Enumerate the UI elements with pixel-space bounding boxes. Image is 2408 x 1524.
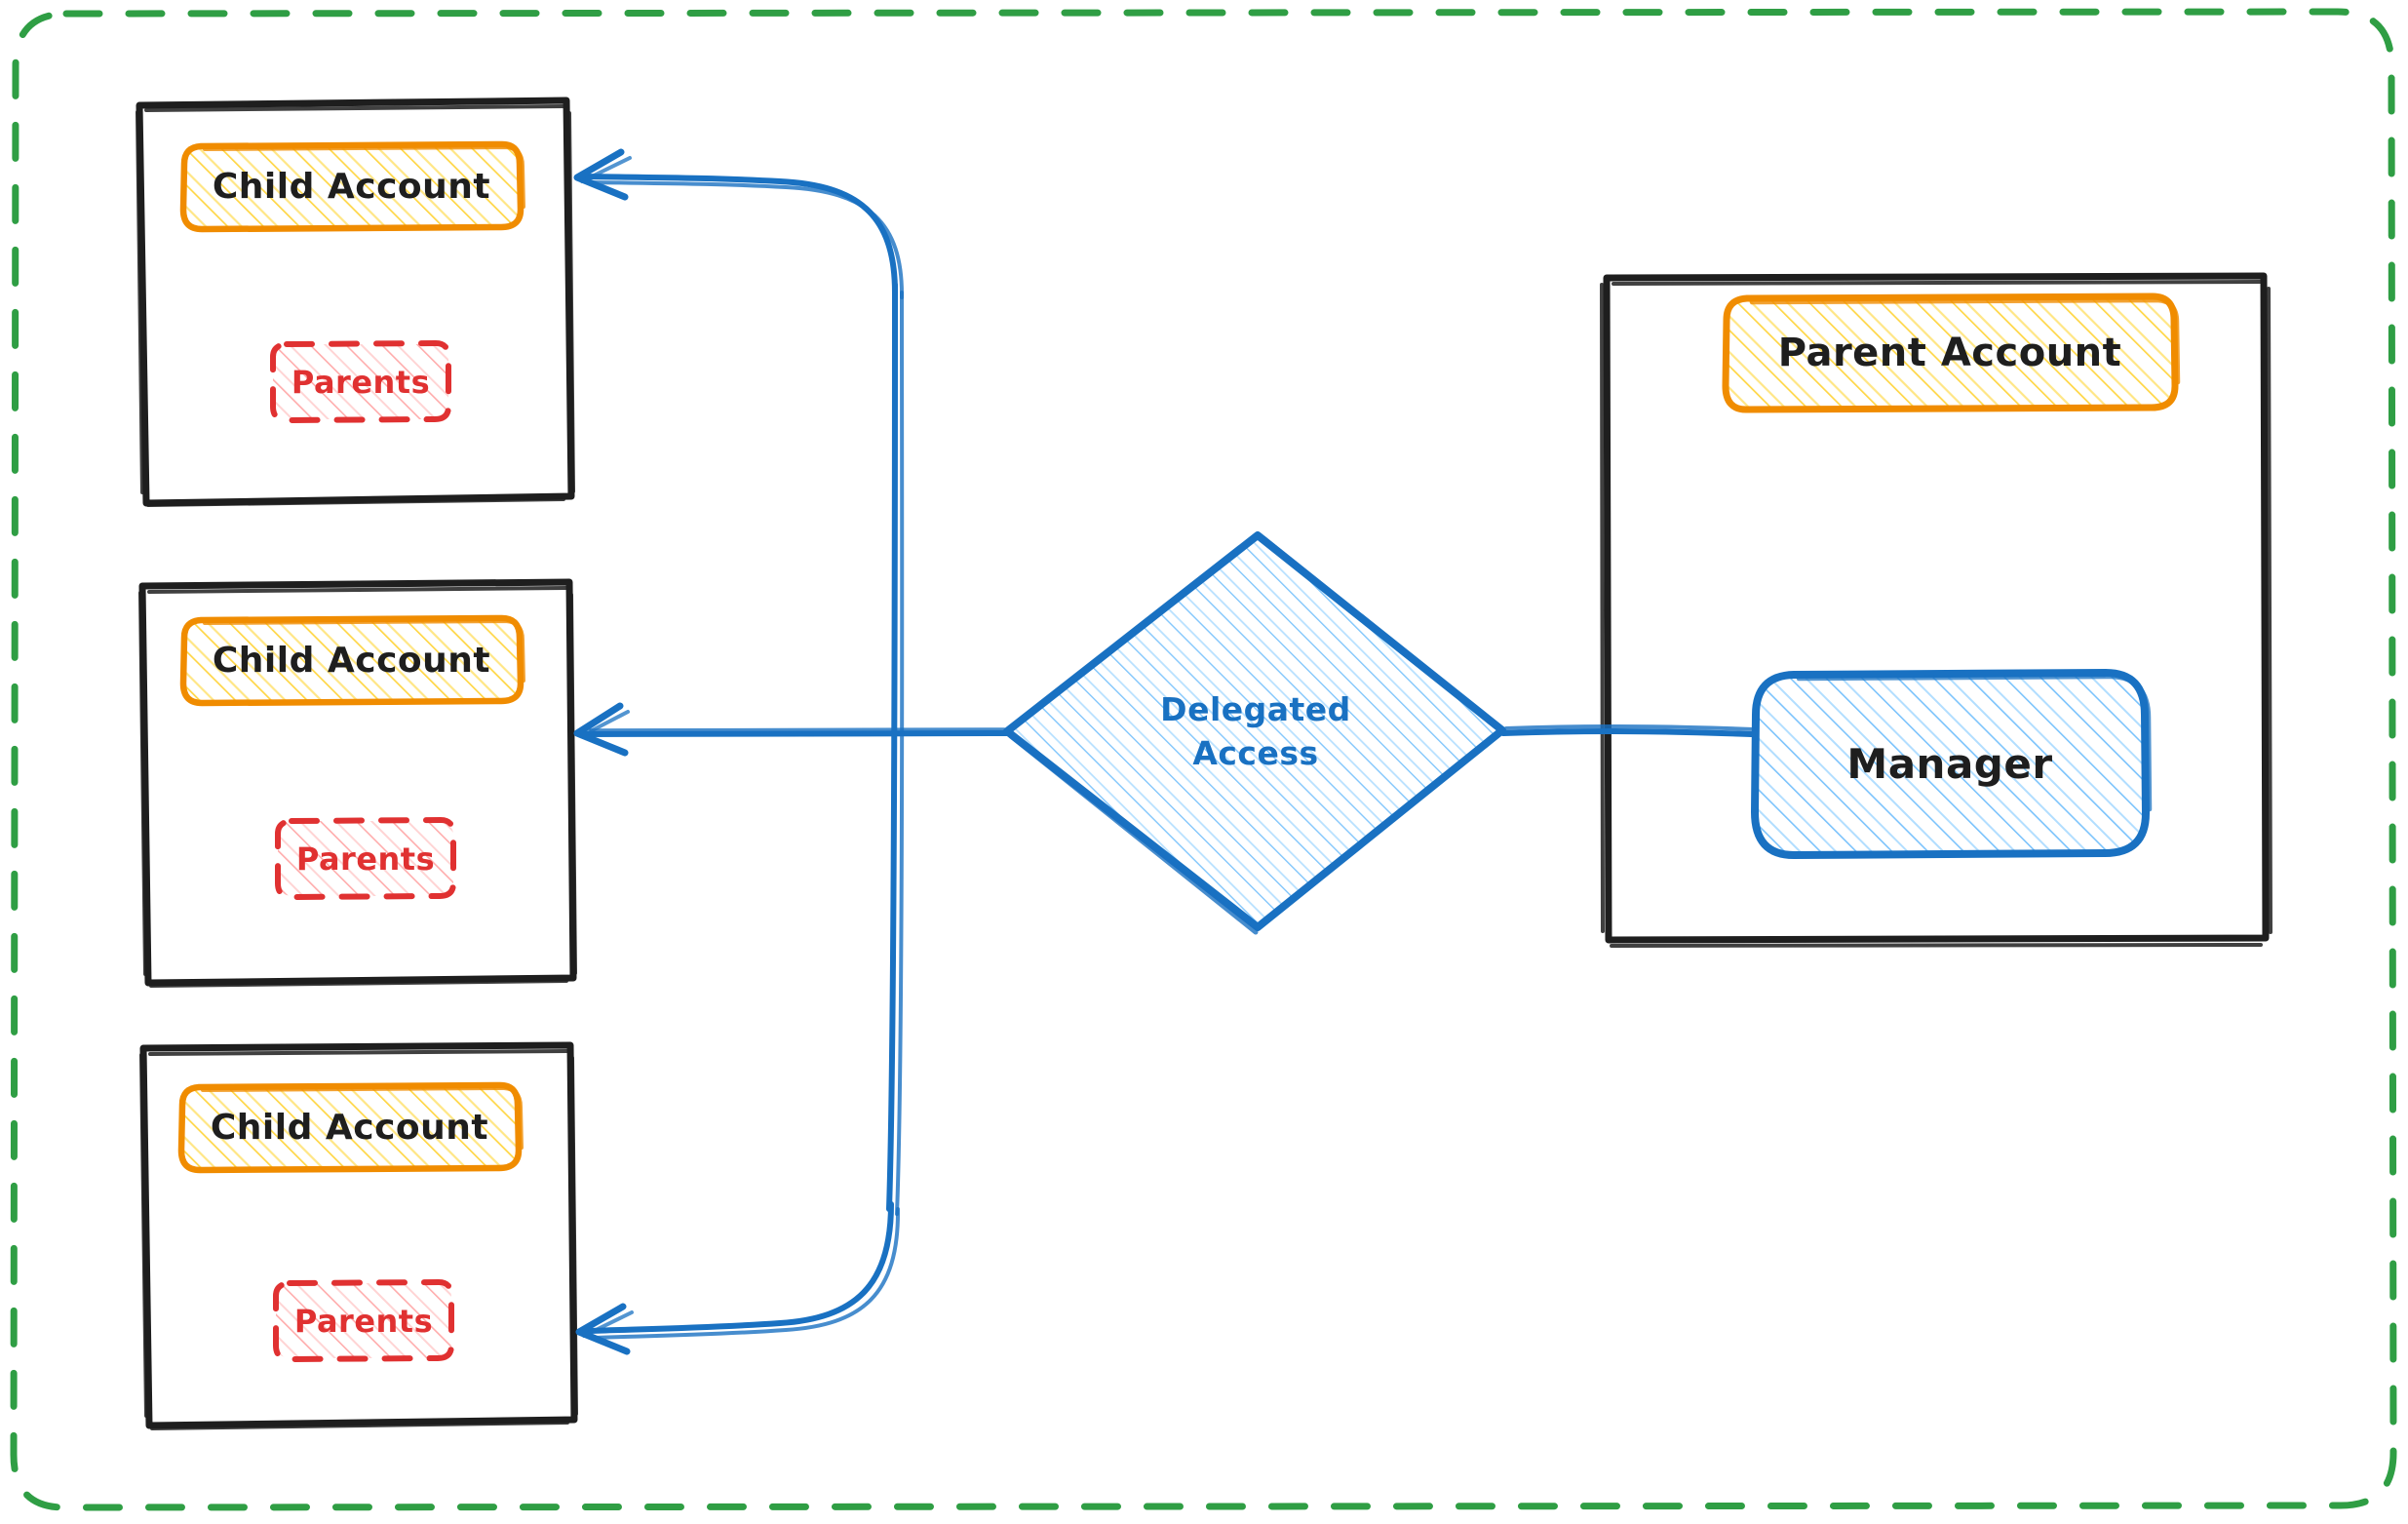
child-account-node-1[interactable] (179, 140, 525, 233)
parents-node-3[interactable] (273, 1278, 454, 1363)
organization-boundary (10, 8, 2397, 1511)
connector-manager-to-delegated-access (1500, 724, 1757, 737)
parent-account-node[interactable] (1722, 293, 2181, 413)
parents-node-2[interactable] (275, 816, 456, 901)
connector-vertical-trunk (886, 282, 905, 1216)
child-account-node-2[interactable] (179, 614, 525, 707)
connector-delegated-access-to-child-3 (575, 1201, 901, 1355)
manager-node[interactable] (1750, 668, 2153, 860)
parents-node-1[interactable] (270, 339, 451, 424)
connector-delegated-access-to-child-2 (573, 702, 1011, 757)
child-account-node-3[interactable] (177, 1081, 524, 1174)
connector-delegated-access-to-child-1 (573, 148, 905, 299)
delegated-access-node[interactable] (1003, 531, 1509, 935)
